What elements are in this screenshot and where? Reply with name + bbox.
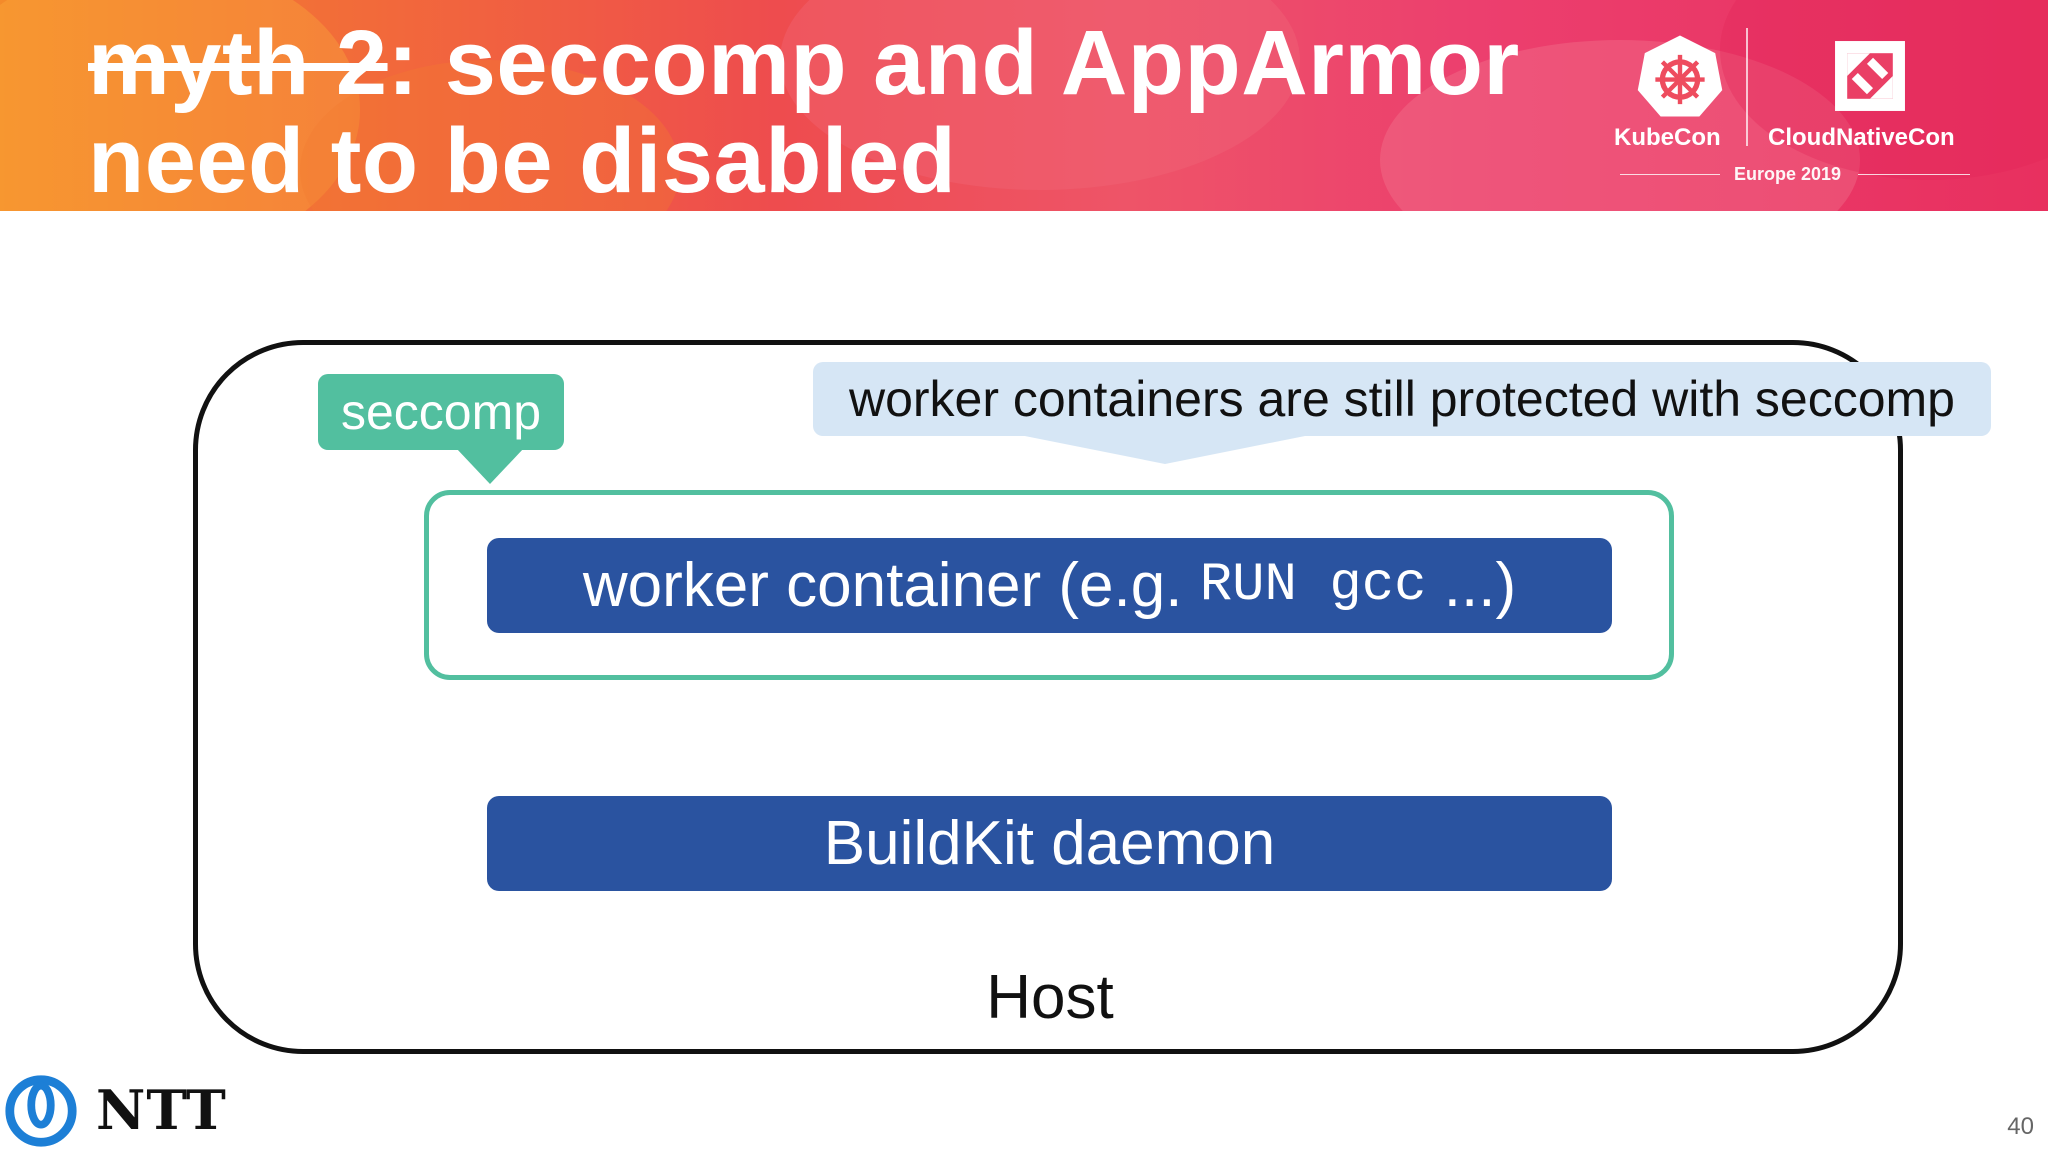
seccomp-tag: seccomp (318, 374, 564, 450)
event-logos: KubeCon CloudNativeCon Europe 2019 (1600, 22, 2000, 192)
callout-text: worker containers are still protected wi… (848, 371, 1955, 427)
banner-texture (0, 0, 360, 211)
logo-divider (1746, 28, 1748, 146)
callout-bubble: worker containers are still protected wi… (813, 362, 1991, 436)
host-label: Host (986, 963, 1114, 1032)
worker-container-box: worker container (e.g. RUN gcc ...) (487, 538, 1612, 633)
worker-container-code: RUN gcc (1199, 555, 1427, 616)
cncf-icon (1835, 41, 1905, 111)
seccomp-tag-label: seccomp (340, 384, 542, 440)
seccomp-tag-pointer (456, 448, 524, 484)
title-struck-text: myth 2 (88, 12, 388, 114)
page-number: 40 (2007, 1113, 2034, 1140)
cloudnativecon-logo-text: CloudNativeCon (1768, 124, 1955, 151)
ntt-ring-icon (5, 1075, 77, 1147)
buildkit-daemon-label: BuildKit daemon (823, 809, 1276, 878)
buildkit-daemon-box: BuildKit daemon (487, 796, 1612, 891)
event-line-left (1620, 174, 1720, 175)
event-name: Europe 2019 (1734, 164, 1842, 184)
title-line-2: need to be disabled (88, 110, 957, 211)
header-banner: myth 2: seccomp and AppArmor need to be … (0, 0, 2048, 211)
title-text: : seccomp and AppArmor (387, 12, 1520, 114)
ntt-logo-text: NTT (96, 1078, 227, 1142)
kubecon-logo-text: KubeCon (1614, 124, 1721, 151)
kubernetes-helm-icon (1637, 35, 1723, 117)
worker-container-label: worker container (e.g. (582, 551, 1200, 620)
event-line-right (1858, 174, 1970, 175)
host-box (193, 340, 1903, 1054)
slide-title: myth 2: seccomp and AppArmor need to be … (88, 14, 1588, 210)
worker-container-suffix: ...) (1426, 551, 1517, 620)
callout-pointer (1015, 434, 1315, 464)
ntt-logo: NTT (2, 1072, 232, 1152)
